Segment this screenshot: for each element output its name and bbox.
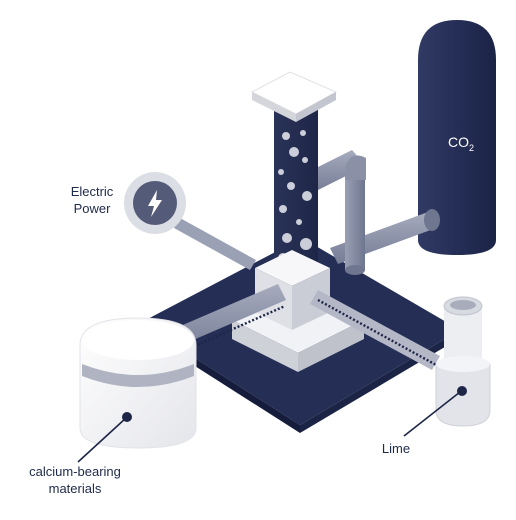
lime-outlet-pipe <box>310 290 440 370</box>
co2-tank <box>418 20 496 255</box>
calcium-label: calcium-bearing materials <box>10 463 140 497</box>
electric-power-label-line1: Electric <box>70 184 114 199</box>
electric-power-label-line2: Power <box>73 201 111 216</box>
calcium-label-line1: calcium-bearing <box>29 464 121 479</box>
lime-container <box>435 296 491 427</box>
co2-label-subscript: 2 <box>468 142 474 153</box>
co2-label: CO2 <box>436 134 486 157</box>
calcium-container <box>79 317 197 449</box>
lightning-bolt-icon <box>148 190 162 217</box>
electric-power-label: Electric Power <box>62 183 122 217</box>
lime-callout-dot <box>457 386 467 396</box>
calcium-label-line2: materials <box>48 481 102 496</box>
co2-label-main: CO <box>447 134 469 150</box>
power-connector <box>174 218 256 270</box>
lime-label: Lime <box>381 441 411 456</box>
callout-leaders <box>77 391 461 463</box>
electric-power-badge <box>124 172 186 234</box>
calcium-callout-dot <box>122 412 132 422</box>
